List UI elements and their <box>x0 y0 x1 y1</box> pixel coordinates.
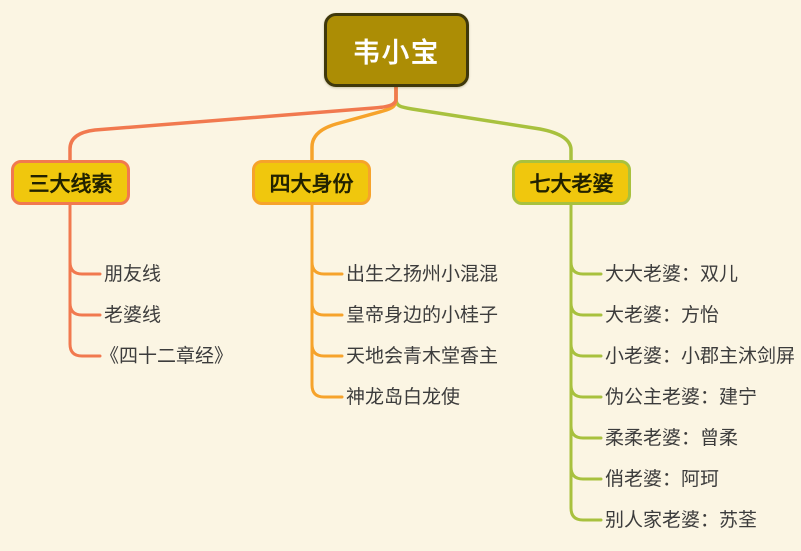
branch-3-child-6[interactable]: 俏老婆：阿珂 <box>605 468 720 490</box>
branch-2-child-link-3 <box>310 203 344 358</box>
branch-3-child-link-4 <box>569 203 603 399</box>
branch-1-child-1[interactable]: 朋友线 <box>104 263 162 285</box>
branch-1-child-link-2 <box>68 203 102 317</box>
branch-1-child-link-1 <box>68 203 102 276</box>
branch-1-child-2[interactable]: 老婆线 <box>104 304 162 326</box>
branch-2-child-1[interactable]: 出生之扬州小混混 <box>346 263 499 285</box>
branch-3-child-link-7 <box>569 203 603 522</box>
branch-2-child-4[interactable]: 神龙岛白龙使 <box>346 386 461 408</box>
branch-3-child-link-1 <box>569 203 603 276</box>
branch-2-child-link-1 <box>310 203 344 276</box>
root-link-branch-3 <box>394 85 573 163</box>
root-link-branch-1 <box>68 85 398 163</box>
branch-2-child-link-4 <box>310 203 344 399</box>
branch-3-child-2[interactable]: 大老婆：方怡 <box>605 304 720 326</box>
branch-2-child-link-2 <box>310 203 344 317</box>
branch-node-three-clues[interactable]: 三大线索 <box>11 160 130 205</box>
branch-3-child-link-2 <box>569 203 603 317</box>
branch-3-child-4[interactable]: 伪公主老婆：建宁 <box>605 386 758 408</box>
branch-3-child-link-3 <box>569 203 603 358</box>
root-link-branch-2 <box>310 85 398 163</box>
branch-3-child-link-5 <box>569 203 603 440</box>
branch-node-four-identities[interactable]: 四大身份 <box>252 160 371 205</box>
branch-3-child-5[interactable]: 柔柔老婆：曾柔 <box>605 427 739 449</box>
branch-3-child-3[interactable]: 小老婆：小郡主沐剑屏 <box>605 345 796 367</box>
branch-3-child-1[interactable]: 大大老婆：双儿 <box>605 263 739 285</box>
branch-3-child-7[interactable]: 别人家老婆：苏荃 <box>605 509 758 531</box>
branch-2-child-2[interactable]: 皇帝身边的小桂子 <box>346 304 499 326</box>
root-node[interactable]: 韦小宝 <box>324 13 469 87</box>
branch-2-child-3[interactable]: 天地会青木堂香主 <box>346 345 499 367</box>
branch-1-child-3[interactable]: 《四十二章经》 <box>100 345 234 367</box>
branch-node-seven-wives[interactable]: 七大老婆 <box>512 160 631 205</box>
branch-1-child-link-3 <box>68 203 102 358</box>
